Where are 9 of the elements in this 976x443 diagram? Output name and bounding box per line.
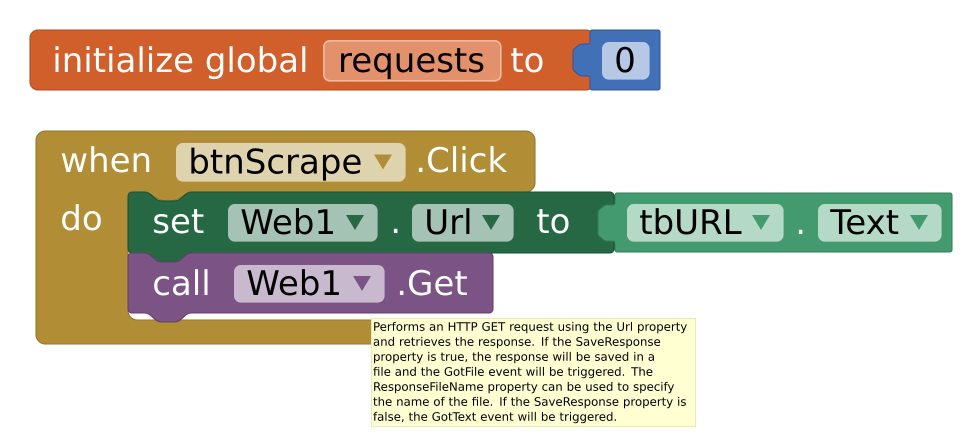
dropdown-field: tbURL (627, 204, 784, 242)
number-field: 0 (602, 42, 650, 80)
name-field: requests (323, 40, 502, 82)
dropdown-field: Url (412, 204, 514, 242)
dropdown-field: btnScrape (176, 143, 406, 182)
dropdown-field: Web1 (228, 204, 378, 242)
dropdown-field: Text (818, 204, 942, 242)
dropdown-field: Web1 (234, 265, 385, 303)
tooltip: Performs an HTTP GET request using the Url property and retrieves the response. If the SaveResponse property is true, the response will be saved in a file and the GotFile event will be triggered. The ResponseFileName property can be used to specify the name of the file. If the SaveResponse property is false, the GotText event will be triggered. (371, 318, 696, 428)
